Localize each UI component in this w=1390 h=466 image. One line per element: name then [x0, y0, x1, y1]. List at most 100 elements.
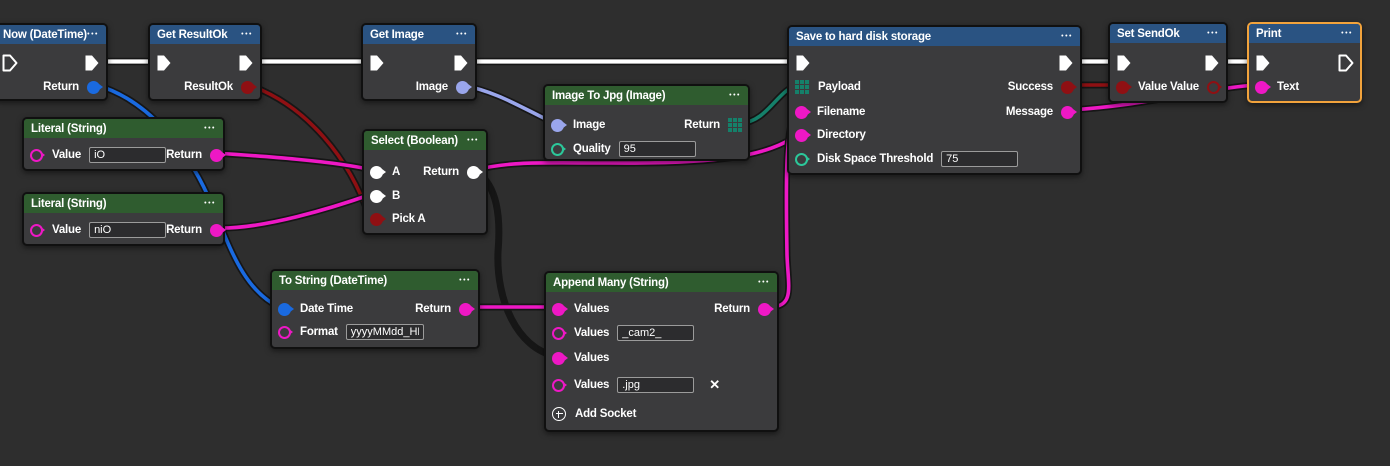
output-socket-success[interactable] [1061, 80, 1077, 94]
node-menu-icon[interactable]: ••• [204, 200, 216, 207]
exec-out-pin[interactable] [1338, 54, 1354, 72]
input-socket-image[interactable] [551, 118, 567, 132]
output-socket-return[interactable] [209, 148, 226, 162]
node-menu-icon[interactable]: ••• [456, 31, 468, 38]
exec-in-pin[interactable] [369, 54, 385, 72]
wire-get-resultok.resultok-to-select.pick-a[interactable] [245, 81, 373, 220]
output-socket-return[interactable] [87, 80, 103, 94]
output-socket-message[interactable] [1061, 105, 1077, 119]
output-label: ResultOk [184, 81, 233, 93]
exec-out-pin[interactable] [84, 54, 100, 72]
wire-select.return-to-save-disk.directory[interactable] [471, 130, 803, 174]
input-socket-format[interactable] [278, 325, 293, 339]
input-socket-date-time[interactable] [278, 302, 294, 316]
input-socket-pick-a[interactable] [370, 212, 386, 226]
exec-in-pin[interactable] [156, 54, 172, 72]
input-socket-values[interactable] [552, 351, 568, 365]
node-title: Get Image [370, 28, 424, 41]
node-menu-icon[interactable]: ••• [241, 31, 253, 38]
node-header[interactable]: Select (Boolean)••• [364, 131, 486, 150]
value-field[interactable] [345, 324, 424, 340]
input-socket-disk-space-threshold[interactable] [795, 152, 810, 166]
input-socket-values[interactable] [552, 302, 568, 316]
output-socket-return[interactable] [758, 302, 774, 316]
node-header[interactable]: Print••• [1249, 24, 1360, 43]
value-field[interactable] [617, 325, 695, 341]
node-header[interactable]: Now (DateTime)••• [0, 25, 106, 44]
value-field[interactable] [89, 147, 167, 163]
node-menu-icon[interactable]: ••• [1207, 30, 1219, 37]
node-header[interactable]: Append Many (String)••• [546, 273, 777, 292]
node-menu-icon[interactable]: ••• [758, 279, 770, 286]
exec-in-pin[interactable] [1255, 54, 1271, 72]
exec-out-pin[interactable] [238, 54, 254, 72]
node-print[interactable]: Print•••Text [1247, 22, 1362, 103]
wire-literal-io.return-to-select.a[interactable] [211, 149, 376, 174]
node-header[interactable]: To String (DateTime)••• [272, 271, 478, 290]
node-menu-icon[interactable]: ••• [204, 125, 216, 132]
value-field[interactable] [618, 141, 696, 157]
node-menu-icon[interactable]: ••• [1341, 30, 1353, 37]
add-socket-button[interactable]: Add Socket [552, 407, 636, 421]
value-field[interactable] [941, 151, 1019, 167]
node-header[interactable]: Literal (String)••• [24, 119, 223, 138]
node-header[interactable]: Get Image ••• [363, 25, 475, 44]
exec-in-pin[interactable] [2, 54, 18, 72]
node-header[interactable]: Image To Jpg (Image)••• [545, 86, 748, 105]
wire-select.return-to-append-many.values-3[interactable] [473, 168, 559, 360]
input-socket-value[interactable] [30, 223, 45, 237]
node-menu-icon[interactable]: ••• [87, 31, 99, 38]
input-socket-quality[interactable] [551, 142, 566, 156]
exec-out-pin[interactable] [453, 54, 469, 72]
node-menu-icon[interactable]: ••• [729, 92, 741, 99]
node-row: Add Socket [552, 402, 771, 426]
node-now[interactable]: Now (DateTime)•••Return [0, 23, 108, 101]
node-menu-icon[interactable]: ••• [467, 137, 479, 144]
node-menu-icon[interactable]: ••• [1061, 33, 1073, 40]
value-field[interactable] [617, 377, 695, 393]
input-socket-values[interactable] [552, 378, 567, 392]
node-literal-nio[interactable]: Literal (String)•••ValueReturn [22, 192, 226, 246]
input-socket-filename[interactable] [795, 105, 811, 119]
node-get-image[interactable]: Get Image ••• Image [361, 23, 477, 101]
output-socket-return[interactable] [459, 302, 475, 316]
node-header[interactable]: Save to hard disk storage••• [789, 27, 1080, 46]
input-socket-text[interactable] [1255, 80, 1271, 94]
output-label: Value [1169, 81, 1199, 93]
input-socket-directory[interactable] [795, 128, 811, 142]
output-label: Image [415, 81, 448, 93]
input-label: Disk Space Threshold [817, 153, 934, 165]
node-header[interactable]: Set SendOk••• [1110, 24, 1226, 43]
input-socket-payload[interactable] [795, 80, 809, 94]
delete-socket-icon[interactable]: ✕ [709, 377, 720, 392]
exec-in-pin[interactable] [1116, 54, 1132, 72]
input-socket-b[interactable] [370, 189, 386, 203]
output-socket-resultok[interactable] [241, 80, 257, 94]
value-field[interactable] [89, 222, 167, 238]
exec-in-pin[interactable] [795, 54, 811, 72]
node-literal-io[interactable]: Literal (String)•••ValueReturn [22, 117, 226, 171]
exec-out-pin[interactable] [1204, 54, 1220, 72]
output-socket-image[interactable] [456, 80, 472, 94]
output-socket-return[interactable] [467, 165, 483, 179]
node-menu-icon[interactable]: ••• [459, 277, 471, 284]
output-socket-return[interactable] [728, 118, 742, 132]
input-socket-a[interactable] [370, 165, 386, 179]
node-header[interactable]: Get ResultOk••• [150, 25, 260, 44]
exec-out-pin[interactable] [1058, 54, 1074, 72]
node-get-resultok[interactable]: Get ResultOk••• ResultOk [148, 23, 262, 101]
output-socket-value[interactable] [1207, 80, 1222, 94]
input-socket-values[interactable] [552, 326, 567, 340]
wire-literal-nio.return-to-select.b[interactable] [211, 190, 376, 232]
input-socket-value[interactable] [1116, 80, 1132, 94]
node-header[interactable]: Literal (String)••• [24, 194, 223, 213]
output-socket-return[interactable] [209, 223, 226, 237]
input-socket-value[interactable] [30, 148, 45, 162]
